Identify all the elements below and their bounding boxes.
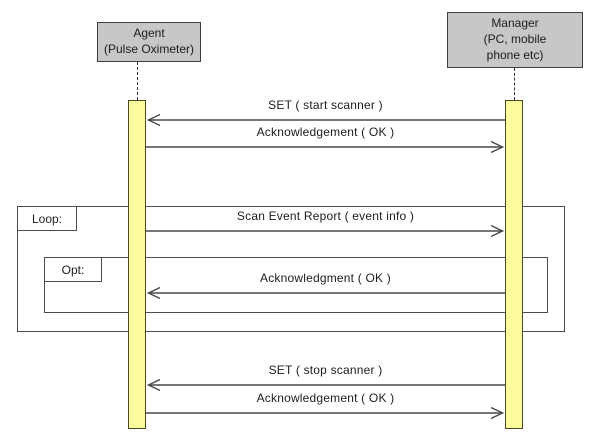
actor-agent-name: Agent: [133, 26, 165, 41]
message-ack-start: Acknowledgement ( OK ): [146, 125, 505, 154]
actor-box-manager: Manager (PC, mobile phone etc): [447, 12, 583, 68]
arrow-right-icon: [146, 406, 505, 420]
arrow-left-icon: [146, 113, 505, 127]
opt-frame: [44, 257, 548, 313]
lifeline-agent: [137, 62, 138, 100]
message-label: Acknowledgement ( OK ): [256, 391, 395, 405]
activation-bar-agent: [128, 100, 146, 429]
loop-frame-label: Loop:: [17, 206, 77, 231]
actor-manager-subtitle-2: phone etc): [486, 47, 544, 62]
lifeline-manager: [514, 68, 515, 100]
actor-agent-subtitle: (Pulse Oximeter): [103, 42, 195, 56]
message-set-start-scanner: SET ( start scanner ): [146, 98, 505, 127]
arrow-left-icon: [146, 286, 505, 300]
message-label: Acknowledgment ( OK ): [260, 271, 391, 285]
arrow-right-icon: [146, 224, 505, 238]
arrow-right-icon: [146, 140, 505, 154]
arrow-left-icon: [146, 378, 505, 392]
message-scan-event-report: Scan Event Report ( event info ): [146, 209, 505, 238]
actor-manager-subtitle-1: (PC, mobile: [483, 32, 547, 47]
loop-frame: [17, 206, 565, 332]
message-label: Scan Event Report ( event info ): [236, 209, 415, 223]
message-label: SET ( stop scanner ): [268, 363, 383, 377]
opt-frame-label: Opt:: [44, 257, 102, 282]
message-label: Acknowledgement ( OK ): [256, 125, 395, 139]
actor-box-agent: Agent (Pulse Oximeter): [97, 22, 201, 62]
message-ack-scan: Acknowledgment ( OK ): [146, 271, 505, 300]
message-ack-stop: Acknowledgement ( OK ): [146, 391, 505, 420]
message-label: SET ( start scanner ): [268, 98, 383, 112]
activation-bar-manager: [505, 100, 523, 429]
message-set-stop-scanner: SET ( stop scanner ): [146, 363, 505, 392]
actor-manager-name: Manager: [491, 16, 539, 31]
